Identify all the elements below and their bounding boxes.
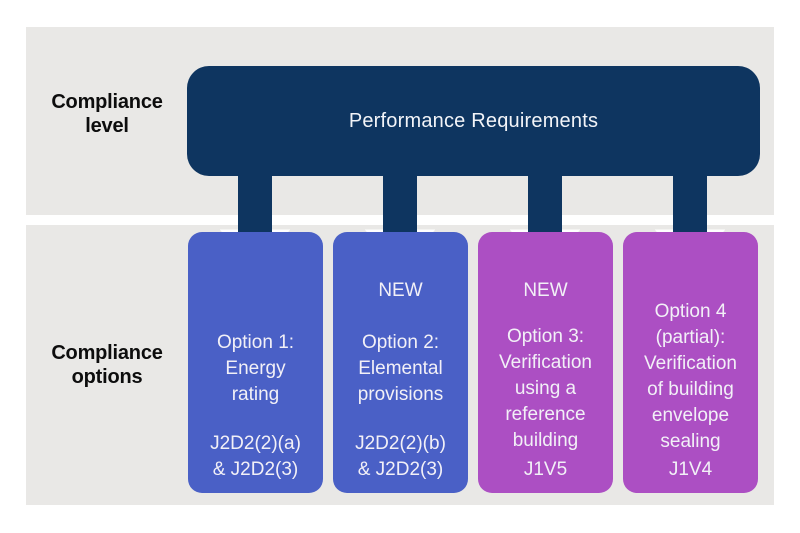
- performance-requirements-label: Performance Requirements: [348, 109, 599, 132]
- option-2-box: NEW Option 2: Elemental provisions J2D2(…: [333, 232, 468, 493]
- option-1-title: Option 1: Energy rating: [216, 332, 295, 405]
- option-1-code: J2D2(2)(a) & J2D2(3): [210, 433, 301, 480]
- option-4-box: Option 4 (partial): Verification of buil…: [623, 232, 758, 493]
- option-1-box: Option 1: Energy rating J2D2(2)(a) & J2D…: [188, 232, 323, 493]
- option-4-code: J1V4: [668, 459, 713, 480]
- option-3-box: NEW Option 3: Verification using a refer…: [478, 232, 613, 493]
- option-2-code: J2D2(2)(b) & J2D2(3): [355, 433, 446, 480]
- compliance-level-label: Compliance level: [51, 91, 163, 137]
- new-badge: NEW: [378, 280, 423, 301]
- compliance-options-label: Compliance options: [51, 342, 163, 388]
- new-badge: NEW: [523, 280, 568, 301]
- option-3-code: J1V5: [523, 459, 568, 480]
- option-3-title: Option 3: Verification using a reference…: [499, 326, 592, 451]
- option-4-title: Option 4 (partial): Verification of buil…: [644, 301, 737, 452]
- option-2-title: Option 2: Elemental provisions: [357, 332, 444, 405]
- performance-requirements-box: Performance Requirements: [187, 66, 760, 176]
